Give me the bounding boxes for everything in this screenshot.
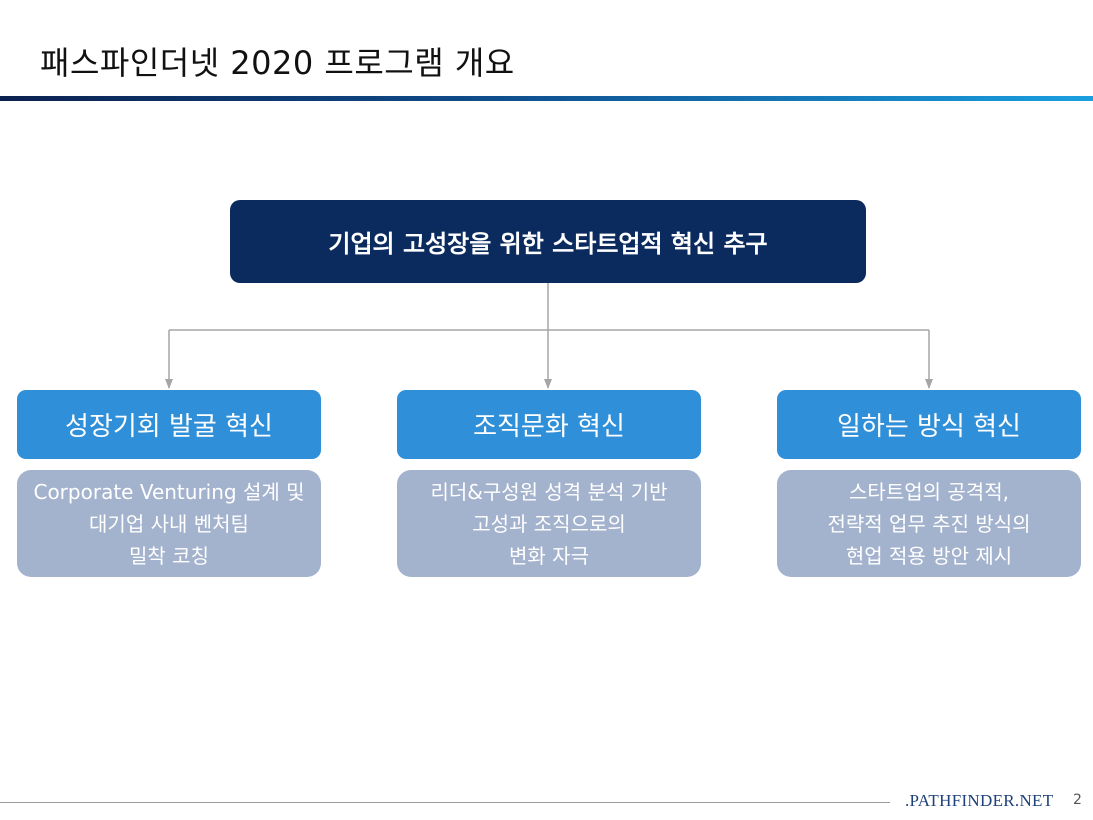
branch-description-workstyle: 스타트업의 공격적, 전략적 업무 추진 방식의 현업 적용 방안 제시: [777, 470, 1081, 577]
slide-title: 패스파인더넷 2020 프로그램 개요: [40, 44, 515, 82]
brand-logo: .PATHFINDER.NET: [905, 791, 1054, 810]
description-line: 대기업 사내 벤처팀: [89, 511, 249, 536]
branch-node-label: 일하는 방식 혁신: [837, 412, 1021, 442]
branch-description-culture: 리더&구성원 성격 분석 기반 고성과 조직으로의 변화 자극: [397, 470, 701, 577]
root-node-label: 기업의 고성장을 위한 스타트업적 혁신 추구: [328, 230, 768, 258]
description-line: 밀착 코칭: [129, 543, 209, 568]
description-line: 스타트업의 공격적,: [849, 479, 1009, 504]
description-line: 고성과 조직으로의: [472, 511, 626, 536]
branch-node-label: 조직문화 혁신: [473, 412, 625, 442]
description-line: 변화 자극: [509, 543, 589, 568]
branch-node-workstyle: 일하는 방식 혁신: [777, 390, 1081, 459]
branch-node-growth: 성장기회 발굴 혁신: [17, 390, 321, 459]
branch-description-growth: Corporate Venturing 설계 및 대기업 사내 벤처팀 밀착 코…: [17, 470, 321, 577]
branch-node-label: 성장기회 발굴 혁신: [65, 412, 273, 442]
footer-divider: [0, 802, 890, 803]
title-underline-bar: [0, 96, 1093, 101]
branch-node-culture: 조직문화 혁신: [397, 390, 701, 459]
description-line: 현업 적용 방안 제시: [845, 543, 1013, 568]
description-line: Corporate Venturing 설계 및: [33, 479, 305, 504]
root-node: 기업의 고성장을 위한 스타트업적 혁신 추구: [230, 200, 866, 283]
description-line: 전략적 업무 추진 방식의: [827, 511, 1031, 536]
page-number: 2: [1073, 792, 1082, 808]
description-line: 리더&구성원 성격 분석 기반: [430, 479, 668, 504]
